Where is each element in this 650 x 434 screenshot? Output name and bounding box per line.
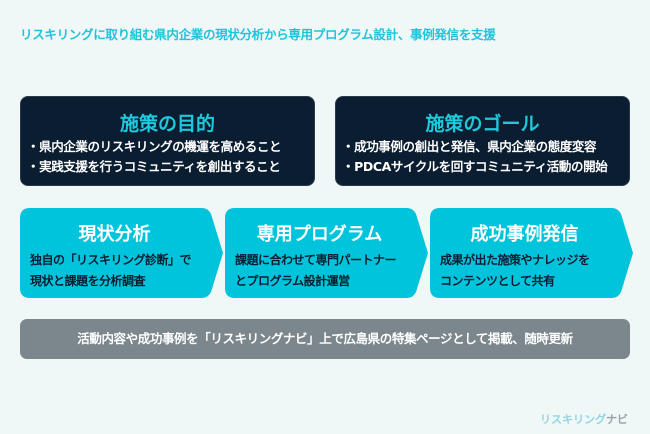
step-desc: とプログラム設計運営: [235, 274, 350, 288]
purpose-bullet: ・県内企業のリスキリングの機運を高めること: [27, 139, 282, 154]
chevron-shape: [430, 208, 633, 298]
purpose-bullet: ・実践支援を行うコミュニティを創出すること: [27, 159, 281, 174]
step-title: 現状分析: [78, 224, 151, 245]
step-analysis: 現状分析 独自の「リスキリング診断」で 現状と課題を分析調査: [20, 208, 225, 298]
purpose-title: 施策の目的: [119, 113, 215, 135]
goal-bullet: ・PDCAサイクルを回すコミュニティ活動の開始: [342, 159, 608, 174]
step-desc: 課題に合わせて専門パートナー: [235, 253, 397, 267]
step-desc: 成果が出た施策やナレッジを: [440, 253, 590, 267]
chevron-shape: [20, 208, 223, 298]
goal-bullet: ・成功事例の創出と発信、県内企業の態度変容: [342, 139, 597, 154]
goal-box: 施策のゴール ・成功事例の創出と発信、県内企業の態度変容 ・PDCAサイクルを回…: [335, 96, 630, 186]
step-desc: 独自の「リスキリング診断」で: [30, 253, 192, 267]
purpose-box: 施策の目的 ・県内企業のリスキリングの機運を高めること ・実践支援を行うコミュニ…: [20, 96, 315, 186]
chevron-shape: [225, 208, 428, 298]
bottom-bar: 活動内容や成功事例を「リスキリングナビ」上で広島県の特集ページとして掲載、随時更…: [20, 319, 630, 359]
goal-title: 施策のゴール: [425, 113, 540, 135]
headline: リスキリングに取り組む県内企業の現状分析から専用プログラム設計、事例発信を支援: [20, 27, 496, 42]
logo-part2: ナビ: [606, 413, 628, 426]
step-desc: コンテンツとして共有: [440, 274, 555, 288]
step-success: 成功事例発信 成果が出た施策やナレッジを コンテンツとして共有: [430, 208, 635, 298]
step-desc: 現状と課題を分析調査: [30, 274, 146, 288]
logo-part1: リスキリング: [540, 413, 606, 426]
step-title: 成功事例発信: [470, 224, 579, 245]
logo: リスキリングナビ: [540, 411, 628, 427]
step-title: 専用プログラム: [256, 224, 383, 245]
step-program: 専用プログラム 課題に合わせて専門パートナー とプログラム設計運営: [225, 208, 430, 298]
